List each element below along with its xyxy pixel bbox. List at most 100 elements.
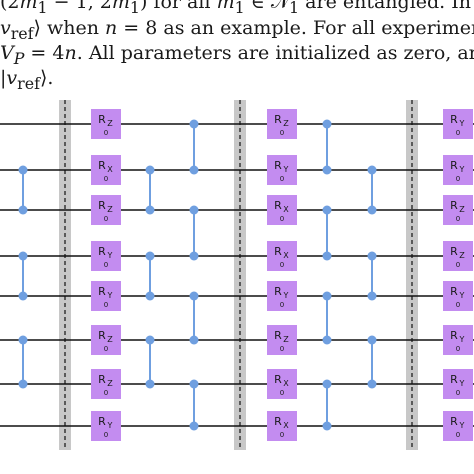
gate-label-c1-q0: R [274, 113, 282, 126]
gate-param-c0-q6: 0 [104, 389, 108, 397]
gate-label-c2-q1: R [450, 159, 458, 172]
cz-dot-9-a [189, 379, 199, 389]
rotation-gate-c0-q5 [91, 325, 121, 355]
gate-axis-c1-q3: X [283, 251, 289, 260]
gate-label-c0-q0: R [98, 113, 106, 126]
gate-param-c1-q3: 0 [280, 261, 284, 269]
gate-axis-c0-q1: X [107, 165, 113, 174]
cz-dot-7-a [189, 205, 199, 215]
gate-label-c2-q0: R [450, 113, 458, 126]
cz-dot-0-b [18, 205, 28, 215]
gate-axis-c2-q7: Y [459, 421, 465, 430]
gate-axis-c1-q4: Y [283, 291, 289, 300]
gate-param-c1-q6: 0 [280, 389, 284, 397]
cz-dot-7-b [189, 251, 199, 261]
gate-axis-c0-q7: Y [107, 421, 113, 430]
cz-dot-12-b [322, 335, 332, 345]
gate-param-c0-q2: 0 [104, 215, 108, 223]
gate-param-c0-q1: 0 [104, 175, 108, 183]
gate-label-c1-q7: R [274, 415, 282, 428]
text-line-3: VP = 4n. All parameters are initialized … [0, 42, 474, 68]
gate-axis-c0-q5: Z [107, 335, 113, 344]
gate-axis-c1-q1: Y [283, 165, 289, 174]
gate-axis-c1-q5: Z [283, 335, 289, 344]
gate-param-c2-q1: 0 [456, 175, 460, 183]
gate-axis-c1-q0: Z [283, 119, 289, 128]
gate-label-c1-q5: R [274, 329, 282, 342]
cz-dot-1-b [18, 291, 28, 301]
cz-dot-4-b [145, 291, 155, 301]
rotation-gate-c0-q6 [91, 369, 121, 399]
gate-axis-c1-q6: X [283, 379, 289, 388]
rotation-gate-c2-q6 [443, 369, 473, 399]
gate-axis-c0-q2: Z [107, 205, 113, 214]
gate-label-c1-q6: R [274, 373, 282, 386]
gate-param-c1-q7: 0 [280, 431, 284, 439]
gate-param-c0-q7: 0 [104, 431, 108, 439]
rotation-gate-c0-q3 [91, 241, 121, 271]
gate-axis-c2-q5: Y [459, 335, 465, 344]
gate-axis-c2-q6: Y [459, 379, 465, 388]
rotation-gate-c1-q1 [267, 155, 297, 185]
rotation-gate-c0-q4 [91, 281, 121, 311]
cz-dot-6-a [189, 119, 199, 129]
gate-label-c0-q5: R [98, 329, 106, 342]
rotation-gate-c1-q3 [267, 241, 297, 271]
cz-dot-16-a [367, 335, 377, 345]
rotation-gate-c1-q7 [267, 411, 297, 441]
gate-param-c0-q3: 0 [104, 261, 108, 269]
gate-label-c0-q2: R [98, 199, 106, 212]
rotation-gate-c2-q4 [443, 281, 473, 311]
gate-label-c0-q3: R [98, 245, 106, 258]
cz-dot-14-a [367, 165, 377, 175]
gate-param-c2-q3: 0 [456, 261, 460, 269]
rotation-gate-c1-q0 [267, 109, 297, 139]
text-line-2: vref⟩ when n = 8 as an example. For all … [0, 17, 474, 43]
rotation-gate-c2-q5 [443, 325, 473, 355]
cz-dot-8-a [189, 291, 199, 301]
gate-param-c1-q5: 0 [280, 345, 284, 353]
gate-label-c2-q3: R [450, 245, 458, 258]
cz-dot-3-b [145, 205, 155, 215]
gate-label-c1-q1: R [274, 159, 282, 172]
gate-label-c0-q1: R [98, 159, 106, 172]
gate-label-c1-q4: R [274, 285, 282, 298]
cz-dot-8-b [189, 335, 199, 345]
gate-param-c2-q4: 0 [456, 301, 460, 309]
cz-dot-1-a [18, 251, 28, 261]
gate-axis-c2-q3: Z [459, 251, 465, 260]
gate-axis-c1-q7: X [283, 421, 289, 430]
paper-text: (2m1 − 1, 2m1) for all m1 ∈ 𝒩1 are entan… [0, 0, 474, 90]
cz-dot-13-a [322, 379, 332, 389]
gate-axis-c2-q0: Y [459, 119, 465, 128]
gate-param-c2-q0: 0 [456, 129, 460, 137]
cz-dot-3-a [145, 165, 155, 175]
gate-label-c2-q2: R [450, 199, 458, 212]
rotation-gate-c1-q2 [267, 195, 297, 225]
cz-dot-15-a [367, 251, 377, 261]
gate-param-c1-q4: 0 [280, 301, 284, 309]
gate-axis-c0-q0: Z [107, 119, 113, 128]
rotation-gate-c0-q0 [91, 109, 121, 139]
cz-dot-13-b [322, 421, 332, 431]
rotation-gate-c2-q3 [443, 241, 473, 271]
gate-label-c0-q6: R [98, 373, 106, 386]
gate-param-c0-q4: 0 [104, 301, 108, 309]
text-line-4: |vref⟩. [0, 67, 54, 90]
gate-axis-c0-q4: Y [107, 291, 113, 300]
gate-label-c2-q7: R [450, 415, 458, 428]
rotation-gate-c2-q0 [443, 109, 473, 139]
cz-dot-5-b [145, 379, 155, 389]
gate-param-c1-q0: 0 [280, 129, 284, 137]
gate-param-c2-q6: 0 [456, 389, 460, 397]
gate-axis-c2-q4: Y [459, 291, 465, 300]
rotation-gate-c0-q7 [91, 411, 121, 441]
gate-label-c0-q4: R [98, 285, 106, 298]
cz-dot-11-b [322, 251, 332, 261]
cz-dot-10-b [322, 165, 332, 175]
cz-dot-2-b [18, 379, 28, 389]
gate-label-c2-q4: R [450, 285, 458, 298]
gate-param-c0-q0: 0 [104, 129, 108, 137]
gate-axis-c2-q2: Z [459, 205, 465, 214]
